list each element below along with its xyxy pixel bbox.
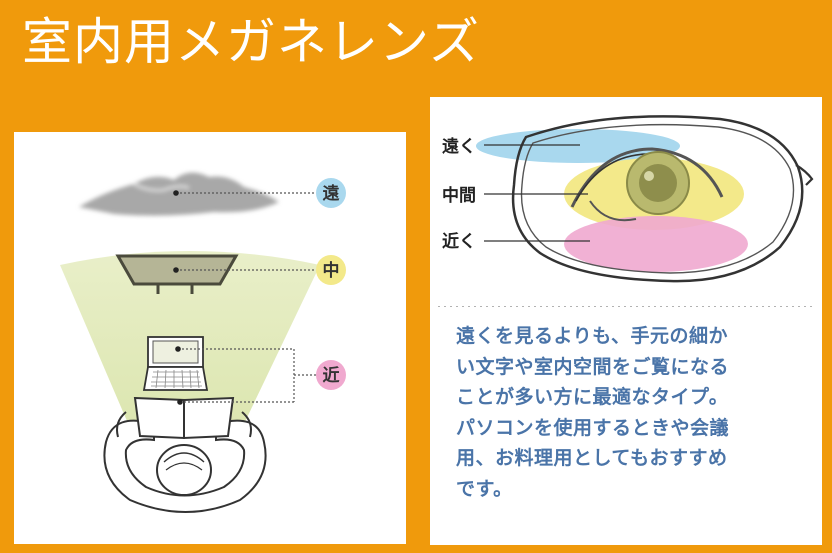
far-zone-label: 遠く (442, 137, 476, 157)
mountain-icon (79, 172, 279, 216)
mid-zone-label: 中間 (442, 185, 476, 206)
mid-badge-label: 中 (323, 260, 340, 281)
eye-icon (570, 147, 724, 222)
near-badge: 近 (316, 360, 346, 390)
laptop-icon (142, 336, 209, 391)
marker-dots (173, 190, 183, 405)
far-badge-label: 遠 (323, 184, 340, 204)
description-line: 遠くを見るよりも、手元の細か (456, 325, 729, 347)
description-line: 用、お料理用としてもおすすめ (456, 447, 728, 469)
distance-illustration-panel: 遠 中 近 (14, 132, 406, 544)
leader-lines (176, 192, 316, 403)
distance-illustration: 遠 中 近 (60, 172, 346, 513)
page-title: 室内用メガネレンズ (22, 13, 480, 71)
person-icon (103, 396, 267, 513)
description-line: パソコンを使用するときや会議 (456, 416, 730, 439)
lens-inner-rim (520, 123, 795, 274)
description-line: い文字や室内空間をご覧になる (456, 355, 730, 378)
near-badge-label: 近 (323, 365, 340, 386)
near-zone-label: 近く (442, 231, 476, 252)
lens-description: 遠くを見るよりも、手元の細か い文字や室内空間をご覧になる ことが多い方に最適な… (456, 321, 806, 504)
description-line: ことが多い方に最適なタイプ。 (456, 386, 729, 408)
far-badge: 遠 (316, 178, 346, 208)
description-line: です。 (456, 477, 513, 500)
temple-hinge (795, 164, 814, 186)
lens-diagram: 遠く 中間 近く (438, 115, 814, 307)
lens-frame (511, 115, 804, 283)
near-zone (564, 216, 748, 272)
mid-badge: 中 (316, 255, 346, 285)
lens-info-panel: 遠く 中間 近く 遠くを見るよりも、手元の細か い文字や室内空間をご覧になる こ… (430, 97, 822, 545)
